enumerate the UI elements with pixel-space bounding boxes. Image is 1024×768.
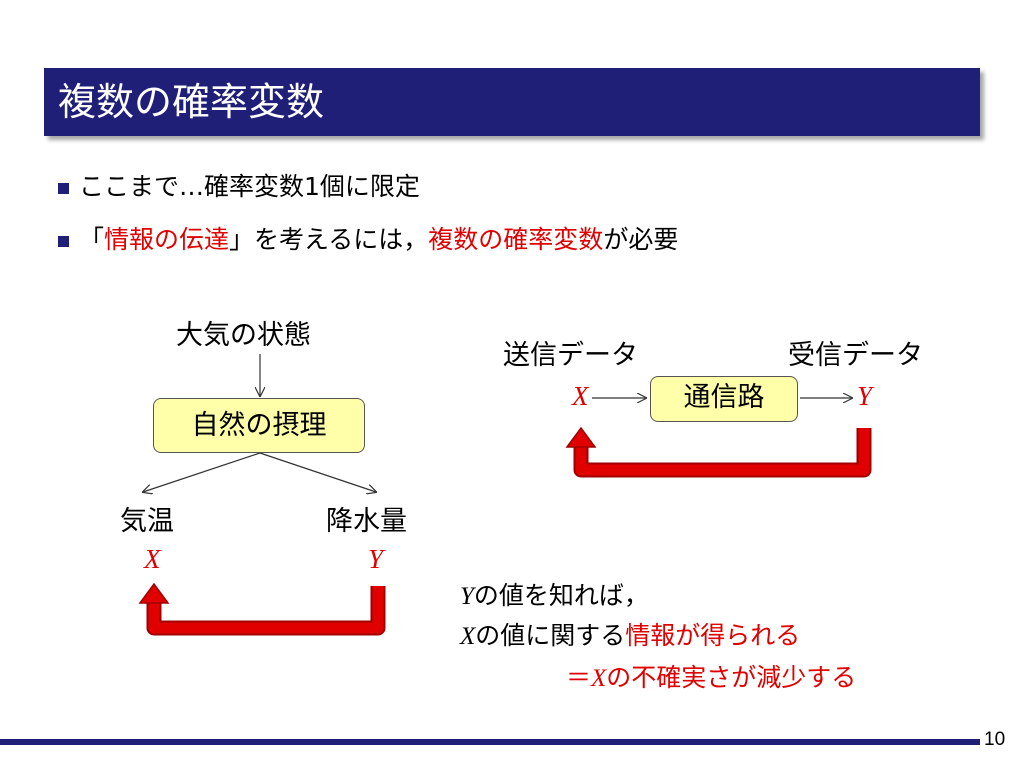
explanation-text-1: の値を知れば，	[473, 581, 649, 610]
explanation-equals: ＝	[566, 663, 592, 692]
nature-law-box: 自然の摂理	[153, 398, 365, 453]
var-y-left: Y	[368, 544, 384, 574]
var-x-right: X	[572, 381, 589, 411]
receiver-data-label: 受信データ	[788, 340, 923, 371]
arrow-box-to-precipitation	[259, 452, 376, 492]
precipitation-label: 降水量	[326, 506, 407, 537]
red-arrow-left	[146, 586, 386, 636]
nature-law-label: 自然の摂理	[191, 410, 327, 441]
sender-data-label: 送信データ	[503, 340, 638, 371]
footer-divider	[0, 739, 980, 745]
page-number: 10	[984, 729, 1006, 750]
explanation-var-x-2: X	[591, 665, 607, 692]
var-x-left: X	[144, 544, 161, 574]
atmosphere-label: 大気の状態	[176, 320, 311, 351]
bullet-text-post: が必要	[603, 225, 679, 254]
bullet-marker-icon	[58, 236, 69, 247]
temperature-label: 気温	[120, 506, 174, 537]
explanation-text-3: の不確実さが減少する	[606, 663, 857, 692]
explanation-var-y: Y	[460, 583, 474, 610]
arrow-box-to-temperature	[143, 452, 261, 492]
slide-title: 複数の確率変数	[58, 80, 325, 124]
channel-label: 通信路	[683, 382, 765, 413]
explanation-line-2: Xの値に関する情報が得られる	[460, 620, 800, 653]
explanation-text-2: の値に関する	[475, 621, 626, 650]
title-bar: 複数の確率変数	[44, 68, 980, 136]
explanation-line-1: Yの値を知れば，	[460, 580, 649, 613]
red-arrow-right	[573, 428, 872, 478]
bullet-item-2: 「情報の伝達」を考えるには，複数の確率変数が必要	[58, 224, 678, 256]
channel-box: 通信路	[650, 376, 798, 422]
bullet-text-pre: 「	[79, 225, 105, 254]
bullet-highlight-multi-rv: 複数の確率変数	[428, 225, 604, 254]
bullet-text-mid: 」を考えるには，	[229, 225, 429, 254]
bullet-marker-icon	[58, 183, 69, 194]
red-arrowhead-left	[138, 582, 170, 604]
explanation-var-x: X	[460, 623, 476, 650]
var-y-right: Y	[857, 381, 873, 411]
red-arrowhead-right	[565, 426, 597, 448]
bullet-highlight-info-transfer: 情報の伝達	[104, 225, 230, 254]
bullet-item-1: ここまで…確率変数1個に限定	[58, 171, 420, 203]
explanation-highlight-info: 情報が得られる	[625, 621, 801, 650]
explanation-line-3: ＝Xの不確実さが減少する	[566, 662, 856, 695]
bullet-text: ここまで…確率変数1個に限定	[79, 172, 420, 201]
